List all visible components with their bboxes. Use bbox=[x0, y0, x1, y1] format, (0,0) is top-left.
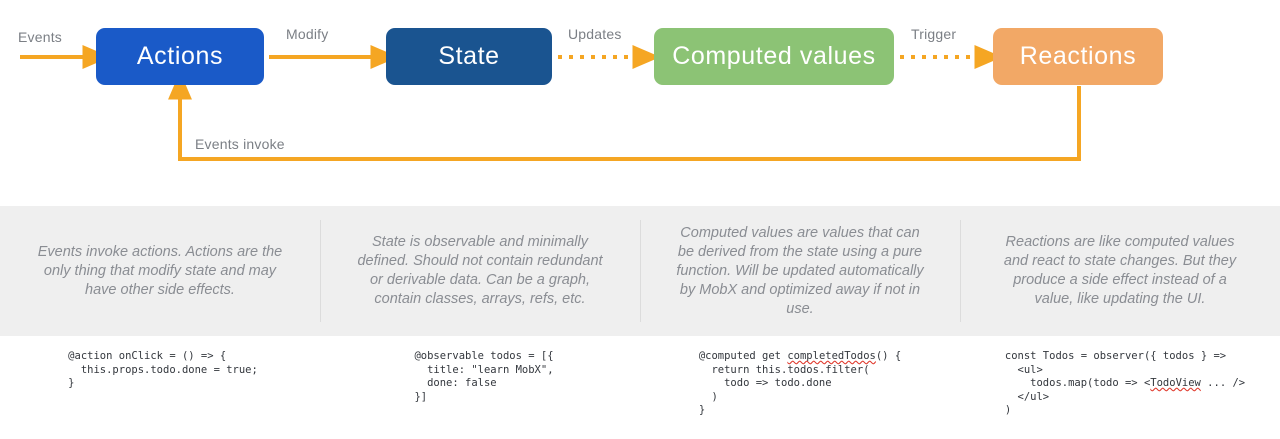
edge-label-modify: Modify bbox=[286, 26, 329, 42]
description-cell-actions: Events invoke actions. Actions are the o… bbox=[0, 206, 320, 336]
flow-diagram-region: Actions State Computed values Reactions … bbox=[0, 0, 1280, 206]
edge-label-events-invoke: Events invoke bbox=[195, 136, 285, 152]
code-cell-computed: @computed get completedTodos() { return … bbox=[640, 336, 960, 439]
code-sample-state: @observable todos = [{ title: "learn Mob… bbox=[414, 350, 554, 403]
code-cell-actions: @action onClick = () => { this.props.tod… bbox=[0, 336, 320, 439]
edge-label-events: Events bbox=[18, 29, 62, 45]
description-state: State is observable and minimally define… bbox=[357, 234, 603, 307]
node-state[interactable]: State bbox=[386, 28, 552, 85]
node-computed-values-label: Computed values bbox=[672, 42, 876, 70]
edge-label-updates: Updates bbox=[568, 26, 622, 42]
node-reactions-label: Reactions bbox=[1019, 42, 1137, 70]
code-sample-computed-values: @computed get completedTodos() { return … bbox=[698, 350, 902, 416]
description-actions: Events invoke actions. Actions are the o… bbox=[37, 243, 283, 298]
edge-label-trigger: Trigger bbox=[911, 26, 957, 42]
description-cell-state: State is observable and minimally define… bbox=[320, 206, 640, 336]
node-state-label: State bbox=[438, 42, 500, 70]
description-computed-values: Computed values are values that can be d… bbox=[676, 224, 924, 317]
code-samples-band: @action onClick = () => { this.props.tod… bbox=[0, 336, 1280, 439]
description-cell-reactions: Reactions are like computed values and r… bbox=[960, 206, 1280, 336]
node-actions-label: Actions bbox=[136, 42, 224, 70]
code-cell-reactions: const Todos = observer({ todos } => <ul>… bbox=[960, 336, 1280, 439]
code-sample-reactions: const Todos = observer({ todos } => <ul>… bbox=[1004, 350, 1246, 416]
description-reactions: Reactions are like computed values and r… bbox=[1003, 234, 1237, 307]
node-computed-values[interactable]: Computed values bbox=[654, 28, 894, 85]
node-actions[interactable]: Actions bbox=[96, 28, 264, 85]
arrow-events-invoke bbox=[168, 71, 1081, 161]
code-sample-actions: @action onClick = () => { this.props.tod… bbox=[68, 350, 258, 389]
flow-arrows bbox=[20, 45, 1081, 161]
descriptions-band: Events invoke actions. Actions are the o… bbox=[0, 206, 1280, 336]
node-reactions[interactable]: Reactions bbox=[993, 28, 1163, 85]
code-cell-state: @observable todos = [{ title: "learn Mob… bbox=[320, 336, 640, 439]
description-cell-computed: Computed values are values that can be d… bbox=[640, 206, 960, 336]
